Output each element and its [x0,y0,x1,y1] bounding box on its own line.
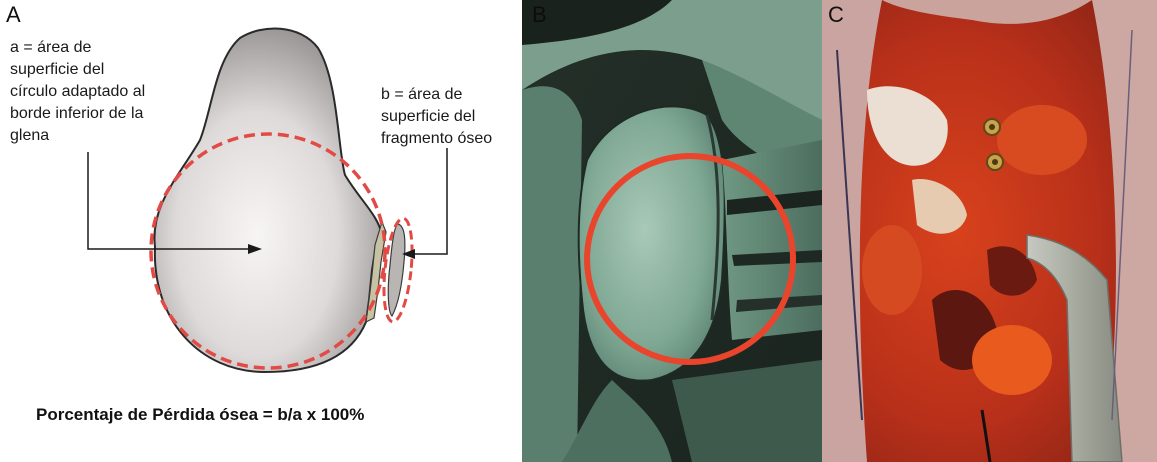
panel-c-surgical-photo: C [822,0,1157,462]
surgical-field [822,0,1157,462]
bone-loss-formula: Porcentaje de Pérdida ósea = b/a x 100% [36,405,364,425]
label-a-line: círculo adaptado al [10,81,190,103]
panel-label-b: B [532,4,547,26]
panel-b-ct-image: B [522,0,822,462]
label-a-text: a = área de superficie del círculo adapt… [10,37,190,147]
label-a-line: superficie del [10,59,190,81]
label-b-line: fragmento óseo [381,128,521,150]
label-a-line: glena [10,125,190,147]
panel-label-c: C [828,4,844,26]
panel-a-diagram: A a = área de superficie del círculo ada… [0,0,522,462]
ct-reconstruction [522,0,822,462]
leader-line-b [412,148,447,254]
label-b-line: superficie del [381,106,521,128]
panel-label-a: A [6,4,21,26]
label-a-line: borde inferior de la [10,103,190,125]
label-a-line: a = área de [10,37,190,59]
label-b-text: b = área de superficie del fragmento óse… [381,84,521,150]
label-b-line: b = área de [381,84,521,106]
